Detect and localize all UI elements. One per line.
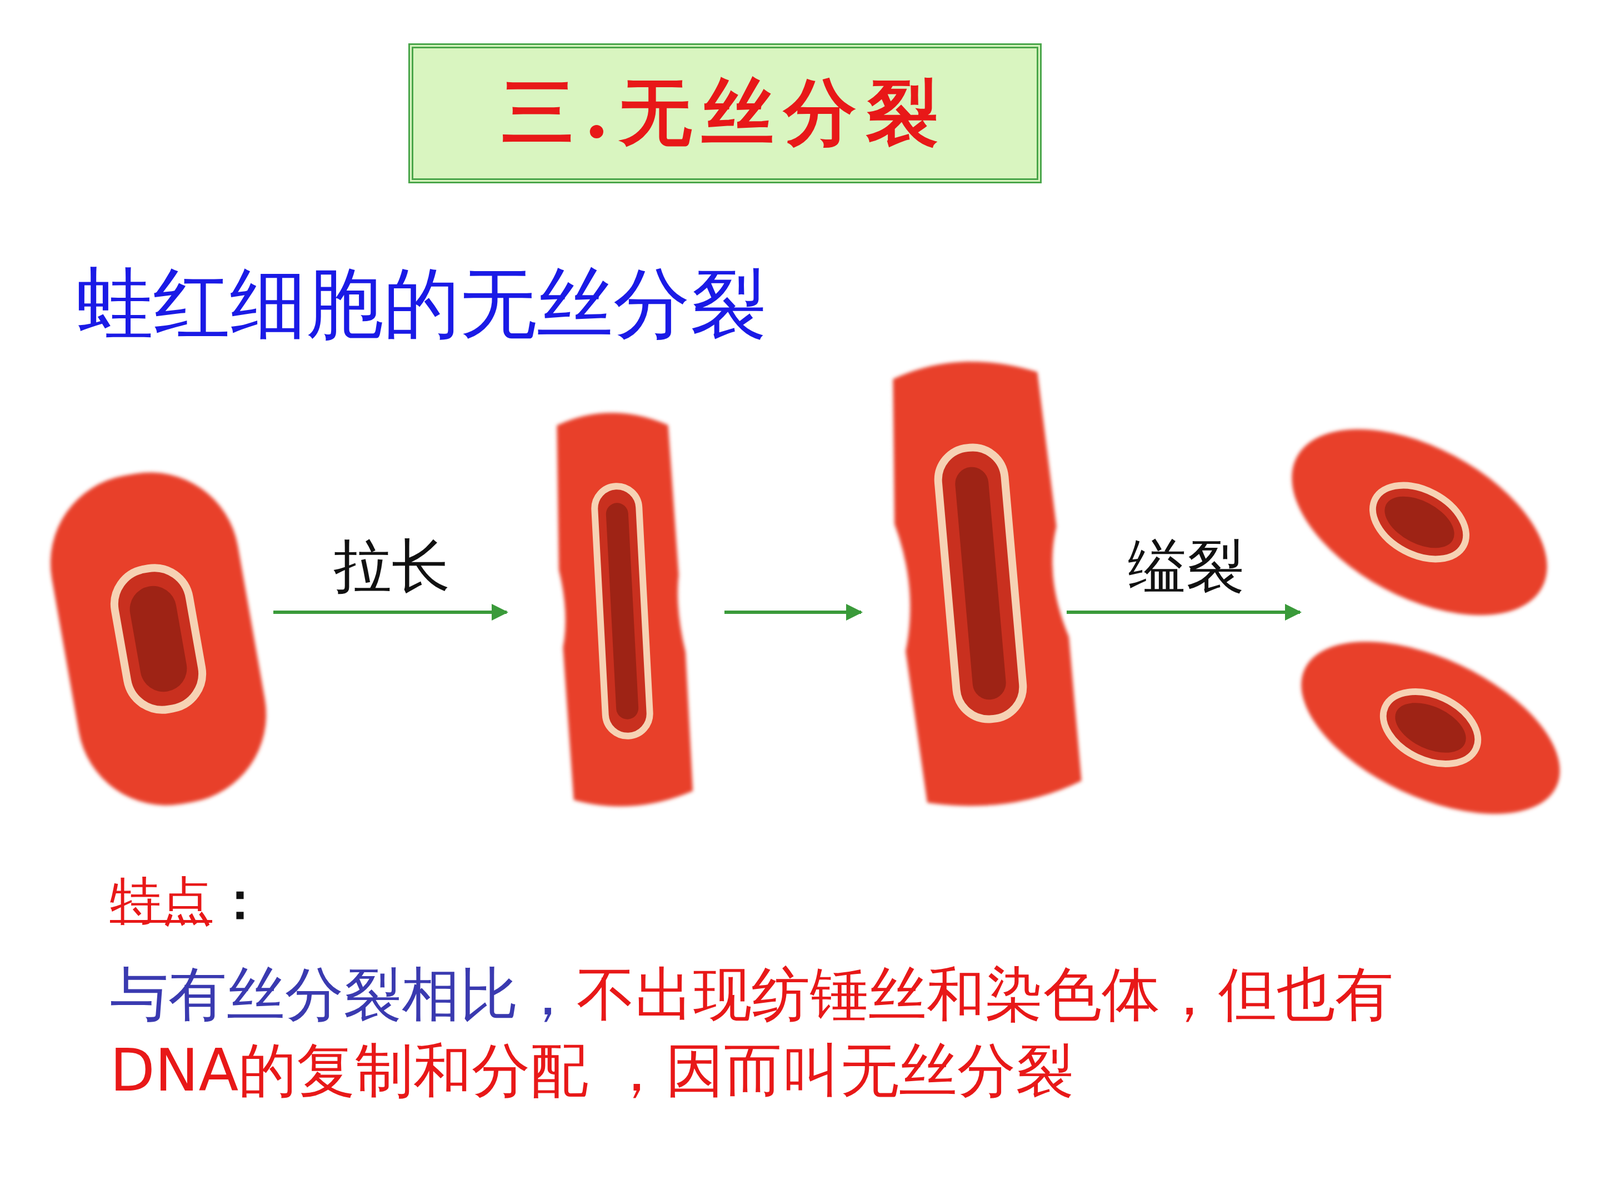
subtitle: 蛙红细胞的无丝分裂 <box>76 252 767 357</box>
process-arrow <box>724 610 862 614</box>
title-text: 三.无丝分裂 <box>501 64 948 163</box>
feature-paragraph: 与有丝分裂相比，不出现纺锤丝和染色体，但也有DNA的复制和分配 ，因而叫无丝分裂 <box>110 956 1510 1109</box>
colon: ： <box>214 866 266 936</box>
pinching-cell <box>881 354 1084 812</box>
step-label: 拉长 <box>333 527 450 607</box>
step-label: 缢裂 <box>1127 527 1245 607</box>
daughter-cell <box>1275 606 1587 850</box>
red-cell <box>36 458 280 820</box>
elongating-cell <box>550 409 694 810</box>
feature-text: 与有丝分裂相比， <box>110 960 577 1029</box>
process-arrow <box>273 610 507 614</box>
title-box: 三.无丝分裂 <box>408 43 1042 184</box>
feature-heading: 特点 <box>110 866 213 936</box>
daughter-cell <box>1261 390 1578 654</box>
process-arrow <box>1066 610 1300 614</box>
